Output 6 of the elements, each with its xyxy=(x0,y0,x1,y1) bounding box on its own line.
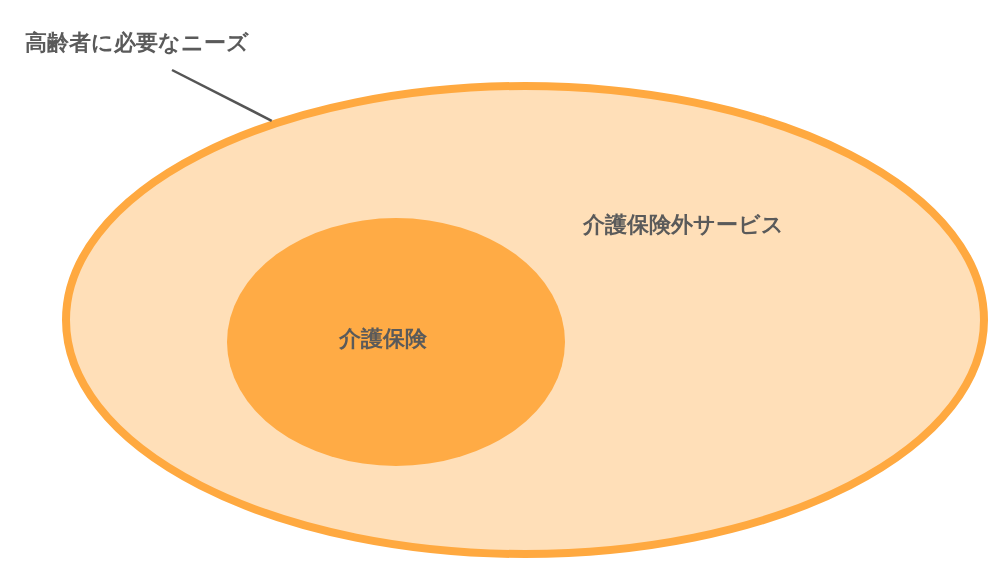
ellipse-label: 介護保険 xyxy=(339,326,427,353)
leader-line xyxy=(171,68,273,122)
ellipse-label: 介護保険外サービス xyxy=(583,212,784,239)
callout-text: 高齢者に必要なニーズ xyxy=(25,30,249,57)
inner-ellipse xyxy=(227,218,565,466)
outer-ellipse xyxy=(62,82,988,558)
